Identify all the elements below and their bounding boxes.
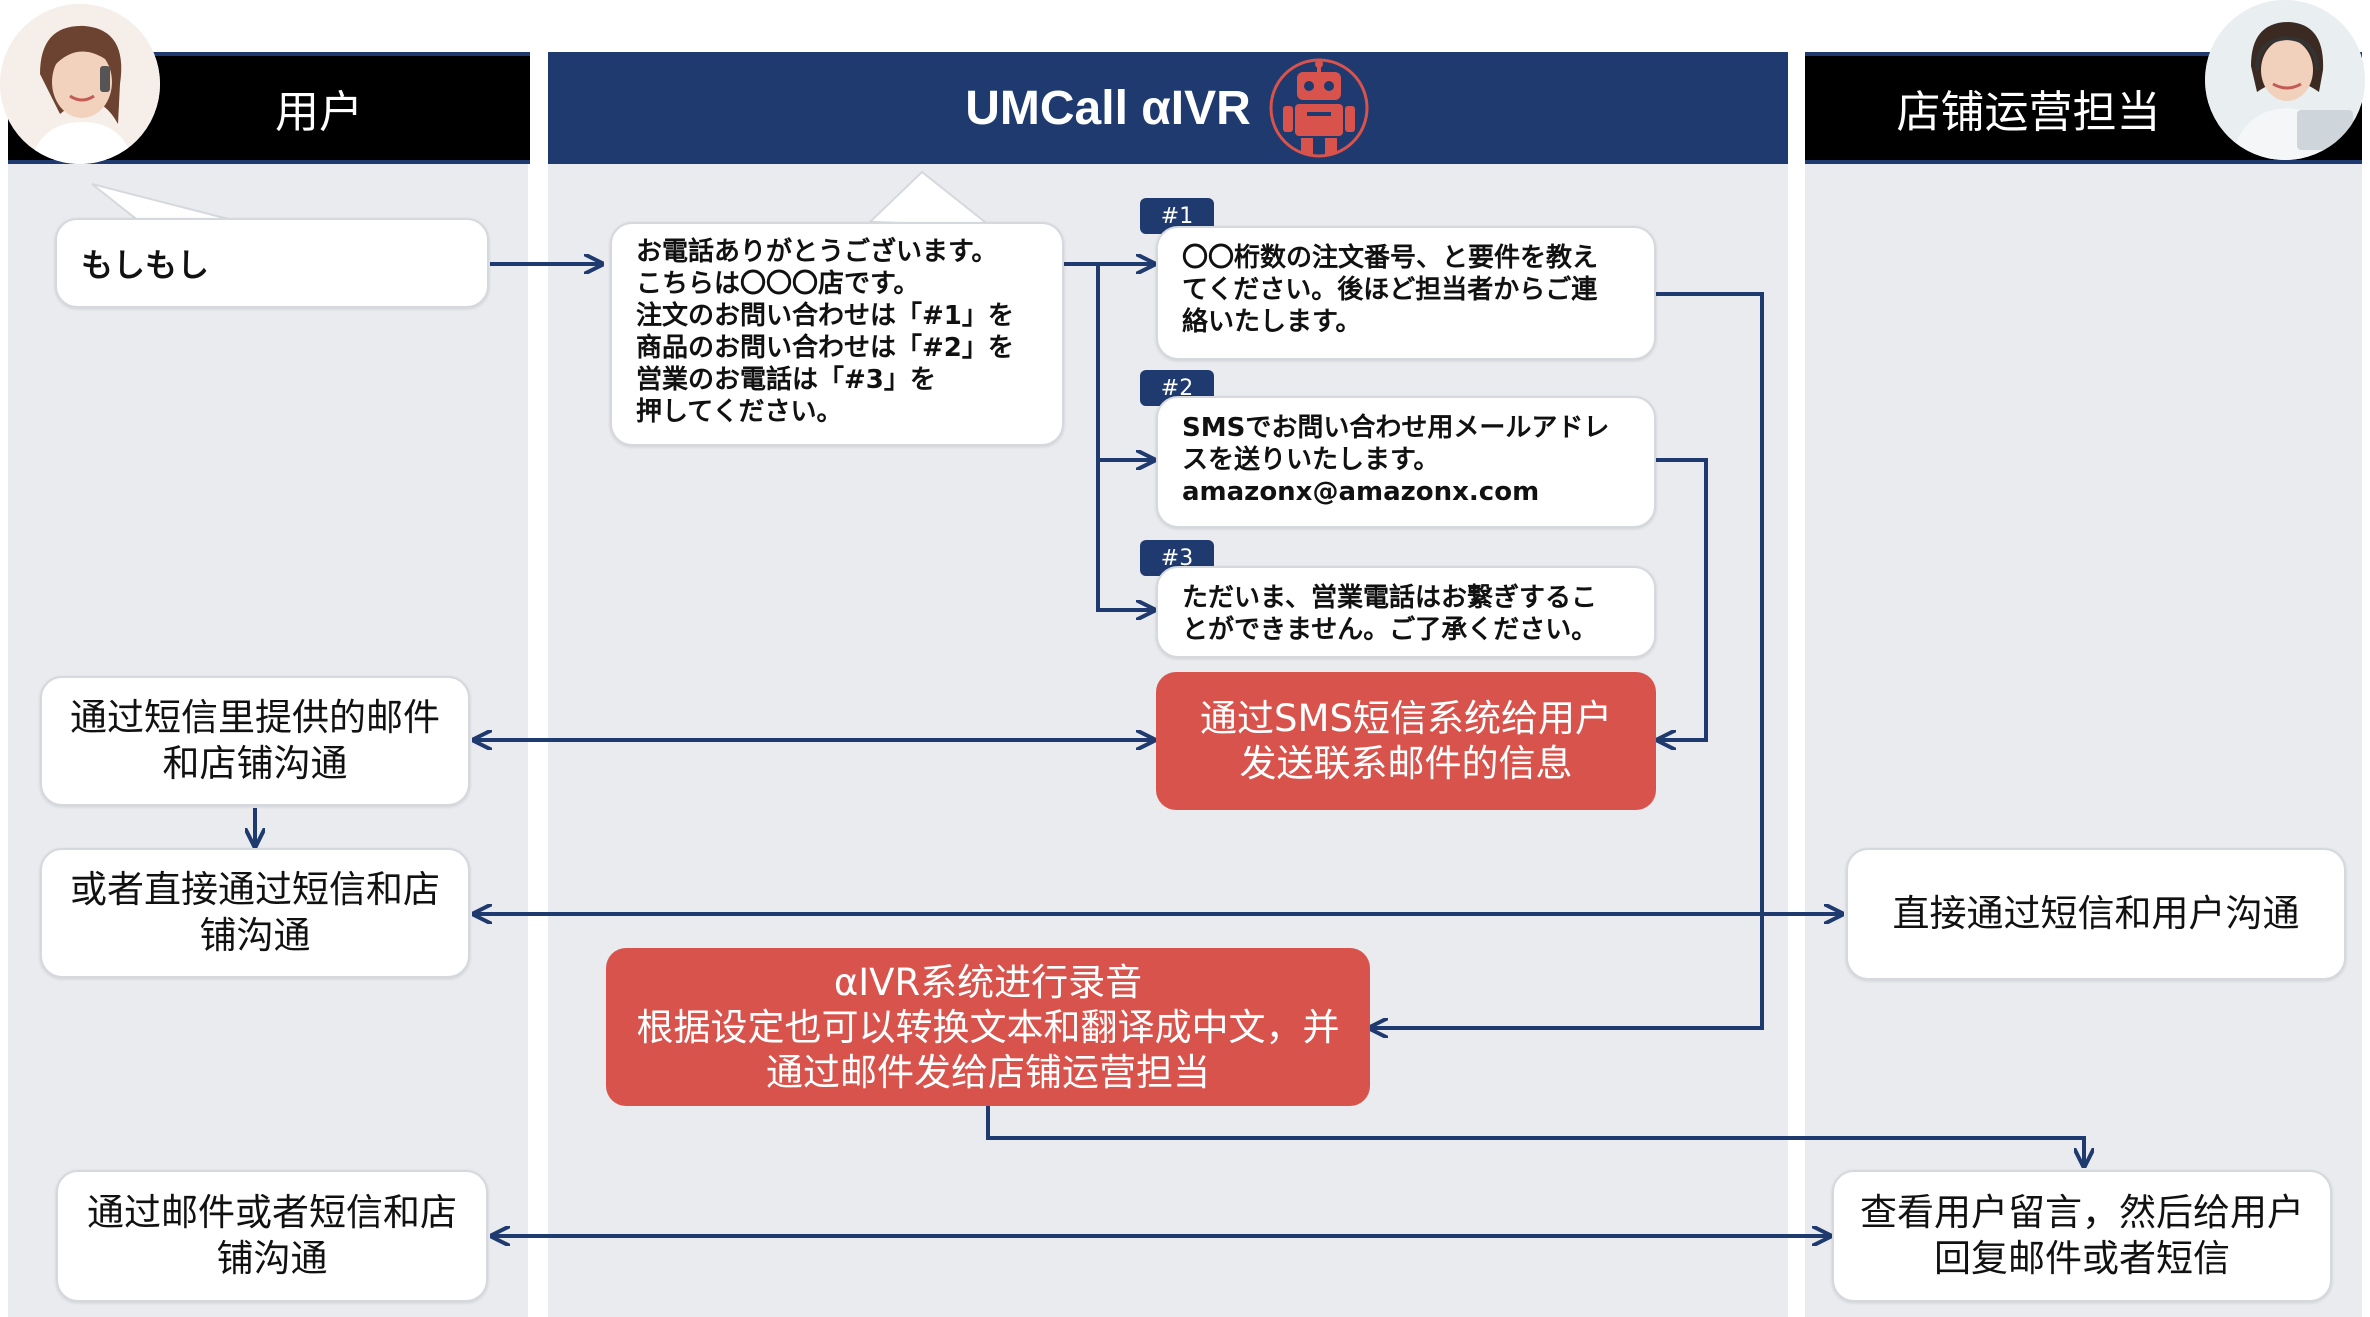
moshimoshi-text: もしもし (81, 246, 210, 284)
user-lane-title: 用户 (275, 87, 363, 138)
user-avatar (0, 4, 160, 164)
greeting-line-5: 営業のお電話は「#3」を (636, 365, 936, 395)
bubble-tail-user (91, 183, 241, 223)
sms-system-line-1: 通过SMS短信系统给用户 (1200, 697, 1612, 740)
greeting-line-6: 押してください。 (636, 397, 843, 427)
greeting-bubble: お電話ありがとうございます。 こちらは〇〇〇店です。 注文のお問い合わせは「#1… (610, 222, 1064, 446)
bubble-tail-greeting (867, 170, 993, 228)
greeting-line-4: 商品のお問い合わせは「#2」を (636, 333, 1014, 363)
greeting-line-3: 注文のお問い合わせは「#1」を (636, 301, 1014, 331)
user-sms-line-1: 或者直接通过短信和店 (70, 868, 440, 911)
record-line-2: 根据设定也可以转换文本和翻译成中文，并 (636, 1005, 1340, 1049)
system-lane-header: UMCall αIVR (548, 52, 1788, 164)
option-3-line-2: とができません。ご了承ください。 (1182, 615, 1598, 645)
record-line-1: αIVR系统进行录音 (833, 960, 1143, 1004)
moshimoshi-bubble: もしもし (55, 218, 489, 308)
robot-icon (1267, 56, 1371, 160)
operator-avatar (2205, 0, 2365, 160)
sms-system-line-2: 发送联系邮件的信息 (1239, 742, 1573, 785)
option-2-line-1: SMSでお問い合わせ用メールアドレ (1182, 413, 1610, 443)
option-1-line-1: 〇〇桁数の注文番号、と要件を教え (1182, 243, 1599, 273)
user-reply-line-1: 通过邮件或者短信和店 (87, 1191, 457, 1234)
user-sms-node: 或者直接通过短信和店 铺沟通 (40, 848, 470, 978)
greeting-line-2: こちらは〇〇〇店です。 (636, 269, 920, 299)
store-lane (1805, 160, 2362, 1317)
option-2-node: SMSでお問い合わせ用メールアドレ スを送りいたします。 amazonx@ama… (1156, 396, 1656, 528)
user-mail-line-1: 通过短信里提供的邮件 (70, 696, 440, 739)
store-lane-title: 店铺运营担当 (1896, 87, 2161, 138)
option-3-line-1: ただいま、営業電話はお繋ぎするこ (1182, 583, 1597, 613)
user-sms-line-2: 铺沟通 (199, 914, 311, 957)
user-reply-node: 通过邮件或者短信和店 铺沟通 (56, 1170, 488, 1302)
greeting-line-1: お電話ありがとうございます。 (636, 237, 998, 267)
record-node: αIVR系统进行录音 根据设定也可以转换文本和翻译成中文，并 通过邮件发给店铺运… (606, 948, 1370, 1106)
user-mail-node: 通过短信里提供的邮件 和店铺沟通 (40, 676, 470, 806)
store-reply-line-2: 回复邮件或者短信 (1934, 1237, 2230, 1280)
user-mail-line-2: 和店铺沟通 (162, 742, 348, 785)
user-reply-line-2: 铺沟通 (216, 1237, 328, 1280)
option-1-line-3: 絡いたします。 (1182, 307, 1362, 337)
option-2-email: amazonx@amazonx.com (1182, 477, 1540, 507)
sms-system-node: 通过SMS短信系统给用户 发送联系邮件的信息 (1156, 672, 1656, 810)
option-1-line-2: てください。後ほど担当者からご連 (1182, 275, 1598, 305)
store-sms-node: 直接通过短信和用户沟通 (1846, 848, 2346, 980)
option-3-node: ただいま、営業電話はお繋ぎするこ とができません。ご了承ください。 (1156, 566, 1656, 658)
system-lane-title: UMCall αIVR (965, 81, 1251, 135)
option-1-node: 〇〇桁数の注文番号、と要件を教え てください。後ほど担当者からご連 絡いたします… (1156, 226, 1656, 360)
store-sms-text: 直接通过短信和用户沟通 (1892, 892, 2300, 935)
store-reply-line-1: 查看用户留言，然后给用户 (1860, 1191, 2304, 1234)
option-2-line-2: スを送りいたします。 (1182, 445, 1440, 475)
store-reply-node: 查看用户留言，然后给用户 回复邮件或者短信 (1832, 1170, 2332, 1302)
record-line-3: 通过邮件发给店铺运营担当 (766, 1050, 1210, 1094)
